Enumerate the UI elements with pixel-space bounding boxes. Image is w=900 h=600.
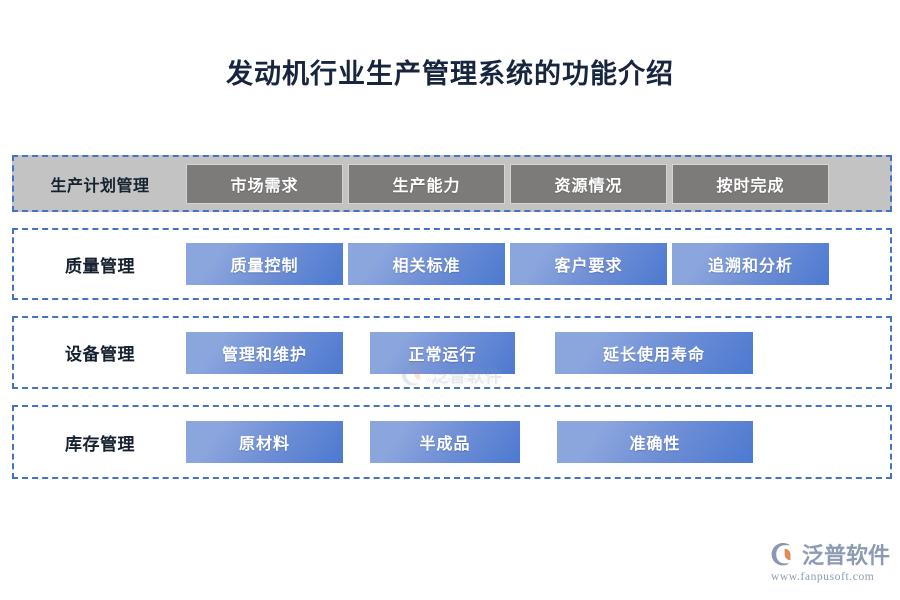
brand-logo-name: 泛普软件 xyxy=(802,543,891,568)
feature-box-extend-service-life[interactable]: 延长使用寿命 xyxy=(555,331,753,374)
fanpu-logo-icon xyxy=(771,542,791,566)
feature-box-on-time-completion[interactable]: 按时完成 xyxy=(672,163,829,204)
row-label-inventory: 库存管理 xyxy=(65,434,135,454)
feature-box-raw-materials[interactable]: 原材料 xyxy=(186,421,343,463)
feature-box-normal-operation[interactable]: 正常运行 xyxy=(370,331,515,374)
feature-box-quality-control[interactable]: 质量控制 xyxy=(186,243,343,285)
feature-box-semi-finished-goods[interactable]: 半成品 xyxy=(370,421,520,463)
feature-row-quality: 质量管理 质量控制 相关标准 客户要求 追溯和分析 xyxy=(12,228,892,300)
feature-box-traceability-analysis[interactable]: 追溯和分析 xyxy=(672,243,829,285)
feature-box-production-capacity[interactable]: 生产能力 xyxy=(348,163,505,204)
feature-box-resource-status[interactable]: 资源情况 xyxy=(510,163,667,204)
page-title: 发动机行业生产管理系统的功能介绍 xyxy=(226,59,674,89)
row-items-equipment: 管理和维护 正常运行 延长使用寿命 xyxy=(186,318,890,387)
feature-box-management-maintenance[interactable]: 管理和维护 xyxy=(186,331,343,374)
feature-rows: 生产计划管理 市场需求 生产能力 资源情况 按时完成 质量管理 质量控制 相关标… xyxy=(12,155,892,479)
feature-row-equipment: 设备管理 管理和维护 正常运行 延长使用寿命 xyxy=(12,316,892,389)
row-items-quality: 质量控制 相关标准 客户要求 追溯和分析 xyxy=(186,230,890,298)
brand-logo-row: 泛普软件 xyxy=(770,538,890,570)
row-items-production-plan: 市场需求 生产能力 资源情况 按时完成 xyxy=(186,157,890,210)
feature-row-production-plan: 生产计划管理 市场需求 生产能力 资源情况 按时完成 xyxy=(12,155,892,212)
brand-logo-url: www.fanpusoft.com xyxy=(771,571,875,583)
feature-box-relevant-standards[interactable]: 相关标准 xyxy=(348,243,505,285)
brand-logo[interactable]: 泛普软件 www.fanpusoft.com xyxy=(770,538,890,588)
feature-row-inventory: 库存管理 原材料 半成品 准确性 xyxy=(12,405,892,479)
feature-box-accuracy[interactable]: 准确性 xyxy=(557,421,753,463)
row-label-production-plan: 生产计划管理 xyxy=(50,177,150,195)
row-label-equipment: 设备管理 xyxy=(65,345,135,364)
feature-box-customer-requirements[interactable]: 客户要求 xyxy=(510,243,667,285)
row-items-inventory: 原材料 半成品 准确性 xyxy=(186,407,890,477)
row-label-quality: 质量管理 xyxy=(65,256,135,276)
feature-box-market-demand[interactable]: 市场需求 xyxy=(186,163,343,204)
